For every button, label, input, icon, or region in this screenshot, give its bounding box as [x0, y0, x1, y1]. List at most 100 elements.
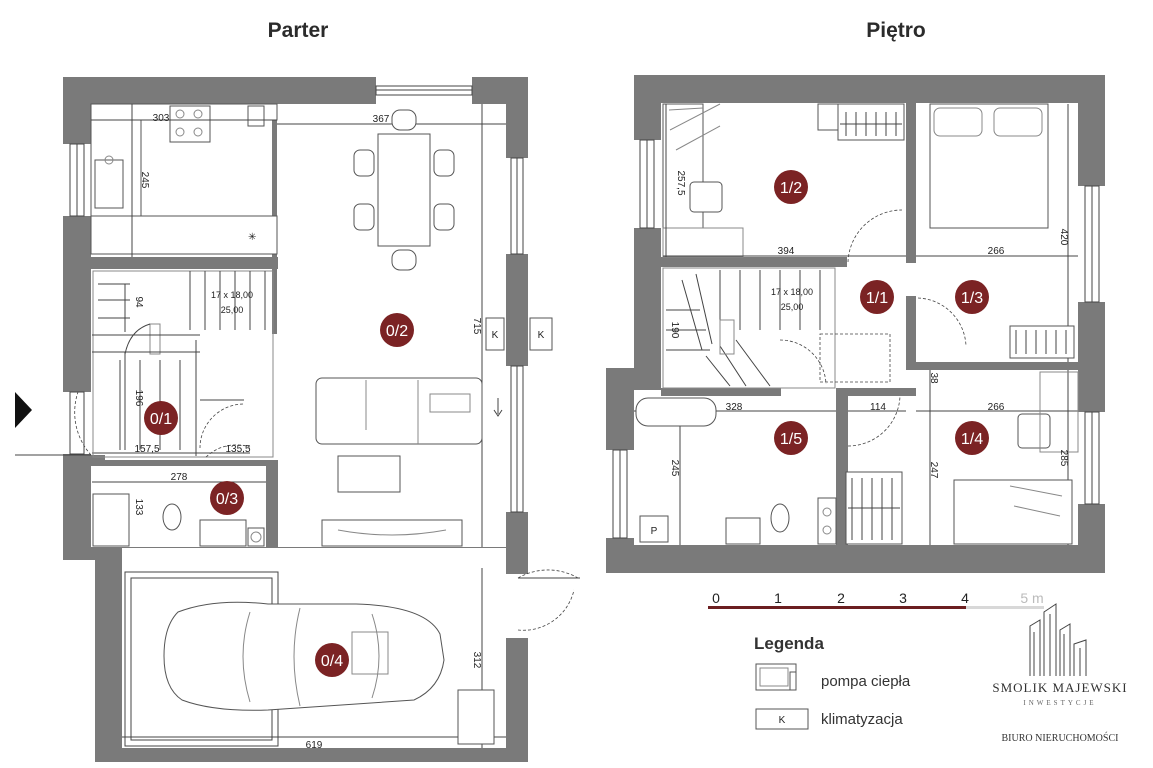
garage-link-gap: [122, 548, 506, 568]
upper-floor-plan: 257,5 394 266 420: [606, 75, 1105, 573]
legend-heat-pump-label: pompa ciepła: [821, 673, 911, 690]
upper-dimension-lines: [634, 104, 1078, 545]
dim-kitchen-depth: 245: [139, 172, 150, 189]
toilet-icon: [162, 503, 182, 531]
legend-ac-label: klimatyzacja: [821, 711, 903, 728]
dim-living-width: 367: [373, 114, 390, 125]
room-label-0-4: 0/4: [321, 653, 343, 670]
ground-floor-plan: ✳ 303 367 245 17 x 18,00 25,00 94 196: [15, 77, 580, 762]
dim-room12-depth: 257,5: [675, 170, 686, 195]
desk-chair-icon: [1017, 413, 1051, 449]
sink-icon: [94, 159, 124, 209]
room-badge-0-1: [144, 401, 178, 435]
door-swing-room14: [847, 395, 901, 447]
dim-landing: 38: [928, 372, 939, 384]
ac-mark: K: [492, 330, 499, 341]
dim-upper-bath-width: 328: [726, 402, 743, 413]
sofa: [315, 377, 483, 445]
staircase-upper: [662, 267, 836, 389]
scale-tick-4: 4: [961, 590, 969, 606]
garage-side-door-opening: [506, 574, 528, 638]
dim-room14-width: 266: [988, 402, 1005, 413]
dim-room14-depth-2: 285: [1058, 450, 1069, 467]
radiator-icon: [1009, 325, 1075, 359]
bed-icon: [929, 103, 1049, 229]
dim-upper-bath-depth: 245: [669, 460, 680, 477]
scale-end-label: 5 m: [1020, 590, 1043, 606]
bathroom-ground: [92, 493, 265, 547]
room-badge-0-3: [210, 481, 244, 515]
brand-sub: INWESTYCJE: [1023, 699, 1096, 707]
bathtub-icon: [635, 397, 717, 427]
scale-bar: 0 1 2 3 4 5 m: [708, 590, 1044, 609]
fridge-mark: ✳: [248, 232, 256, 243]
heat-pump-symbol: [755, 663, 797, 691]
room-badge-1-3: [955, 280, 989, 314]
dim-upper-stairs-depth: 25,00: [781, 302, 804, 312]
shower-tray-icon: [92, 493, 130, 547]
entrance-arrow-icon: [15, 392, 32, 428]
legend: Legenda pompa ciepła K klimatyzacja: [754, 634, 911, 730]
brand-office: BIURO NIERUCHOMOŚCI: [1002, 732, 1119, 744]
entrance-opening: [63, 392, 91, 454]
shower-mark: P: [651, 526, 658, 537]
dim-living-depth: 715: [471, 318, 482, 335]
dining-set: [353, 109, 455, 271]
room-1-3-furniture: [929, 103, 1075, 359]
washbasin-icon: [199, 519, 247, 547]
dim-room13-depth: 420: [1058, 229, 1069, 246]
room-label-1-2: 1/2: [780, 180, 802, 197]
ac-outdoor-mark: K: [538, 330, 545, 341]
room-1-4-furniture: [845, 371, 1079, 545]
dim-room12-width: 394: [778, 246, 795, 257]
tv-cabinet-icon: [321, 519, 463, 547]
room-badge-1-4: [955, 421, 989, 455]
brand-name: SMOLIK MAJEWSKI: [992, 680, 1127, 695]
room-badge-1-5: [774, 421, 808, 455]
brand-logo: SMOLIK MAJEWSKI INWESTYCJE BIURO NIERUCH…: [992, 603, 1127, 744]
dim-stairs-steps: 17 x 18,00: [211, 290, 253, 300]
terrace-arrow-icon: [493, 398, 503, 417]
dim-stairs-depth: 25,00: [221, 305, 244, 315]
room-1-2-furniture: [662, 103, 905, 258]
coffee-table-icon: [337, 455, 401, 493]
scale-tick-1: 1: [774, 590, 782, 606]
ground-floor-title: Parter: [268, 19, 329, 42]
dining-table-icon: [377, 133, 431, 247]
room-label-0-2: 0/2: [386, 323, 408, 340]
window-frames-upper: [612, 139, 1100, 539]
ac-unit-icon: [485, 317, 505, 351]
room-label-0-1: 0/1: [150, 411, 172, 428]
dim-bath-width: 278: [171, 472, 188, 483]
room-label-1-5: 1/5: [780, 431, 802, 448]
upper-floor-title: Piętro: [866, 19, 926, 42]
dim-hall-width-2: 135,5: [225, 444, 250, 455]
dim-upper-stairs-run: 190: [669, 322, 680, 339]
wardrobe-icon: [837, 103, 905, 141]
room-badge-1-2: [774, 170, 808, 204]
dim-room14-depth: 247: [928, 462, 939, 479]
window-frames-ground: [69, 85, 524, 513]
sofa-icon: [315, 377, 483, 445]
room-label-0-3: 0/3: [216, 491, 238, 508]
k-box-symbol: [755, 708, 809, 730]
ac-outdoor-icon: [529, 317, 553, 351]
scale-tick-2: 2: [837, 590, 845, 606]
dim-room13-width: 266: [988, 246, 1005, 257]
legend-k-symbol: K: [779, 715, 786, 726]
room-badge-0-2: [380, 313, 414, 347]
room-label-1-1: 1/1: [866, 290, 888, 307]
attic-hatch-icon: [819, 333, 891, 383]
upper-bed-icon: [953, 479, 1073, 545]
garage: [124, 569, 580, 747]
skyline-logo-icon: [1029, 603, 1087, 676]
staircase-ground: [92, 270, 274, 458]
dim-stairs-run: 94: [133, 296, 144, 308]
cooktop-icon: [169, 105, 211, 143]
dim-kitchen-width: 303: [153, 113, 170, 124]
dim-hall-width: 157,5: [134, 444, 159, 455]
dim-upper-hall-width: 114: [870, 402, 886, 413]
scale-tick-3: 3: [899, 590, 907, 606]
dim-garage-depth: 312: [471, 652, 482, 669]
